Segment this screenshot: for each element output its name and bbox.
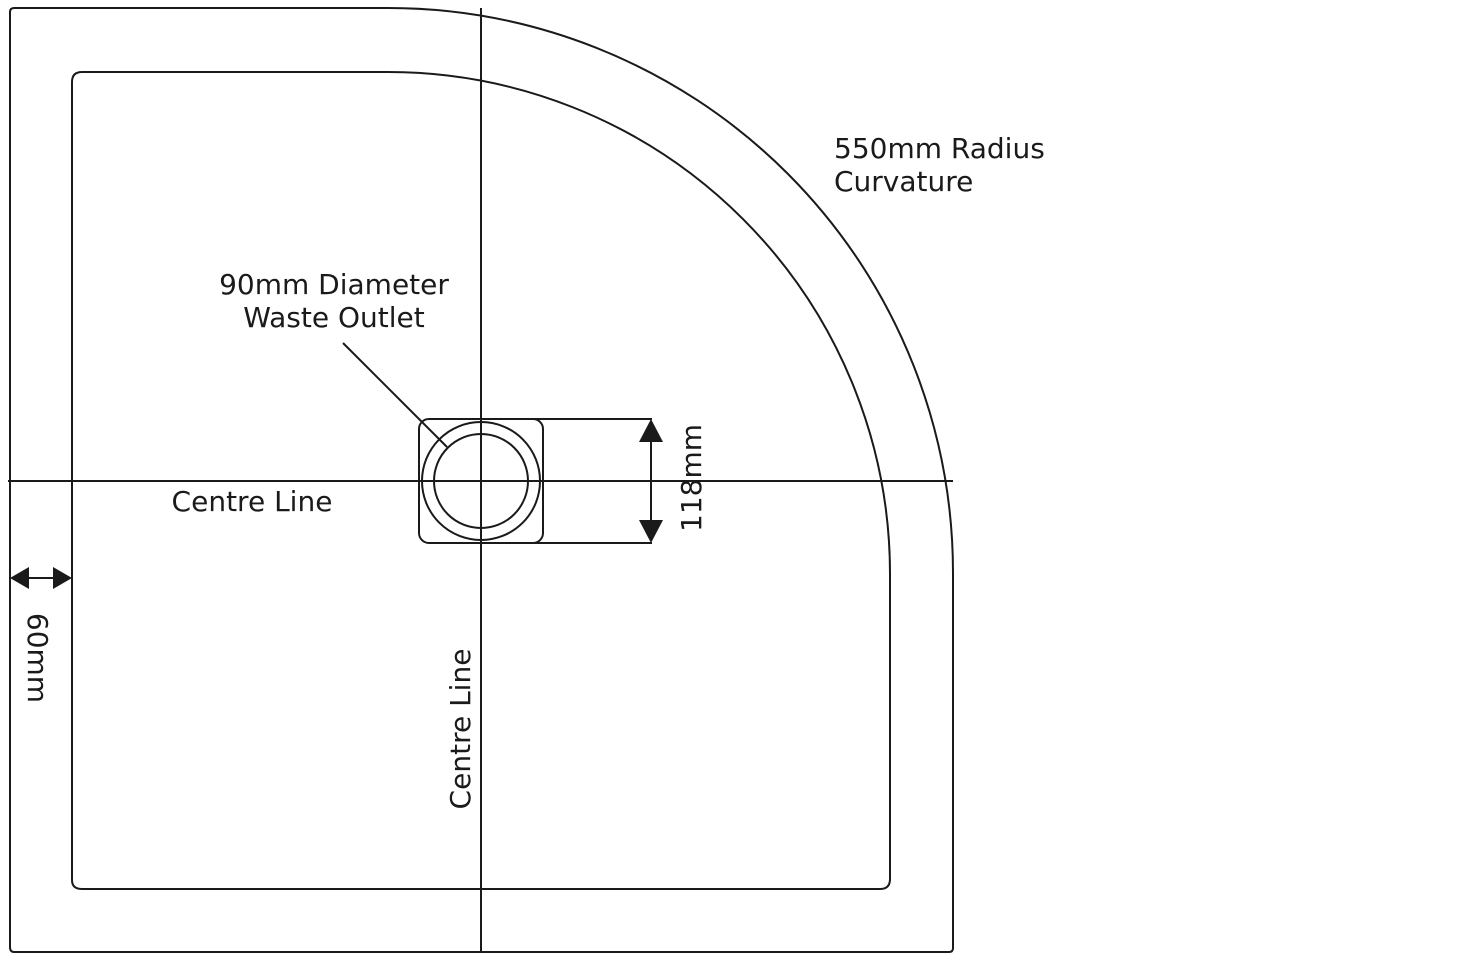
- radius-label-line1: 550mm Radius: [834, 132, 1045, 165]
- inner-tray-outline: [71, 71, 891, 890]
- waste-outlet-outer-ring: [421, 421, 541, 541]
- waste-outlet-inner-ring: [433, 433, 529, 529]
- outlet-label-line2: Waste Outlet: [243, 301, 425, 334]
- vertical-centre-line-label: Centre Line: [444, 649, 477, 810]
- border-dimension-label: 60mm: [21, 613, 54, 703]
- outlet-leader-line: [342, 342, 448, 448]
- border-dimension-arrow-left: [10, 567, 29, 589]
- outlet-dimension-label: 118mm: [675, 424, 708, 532]
- horizontal-centre-line-label: Centre Line: [172, 485, 333, 518]
- outlet-dimension-arrow-down: [639, 520, 663, 543]
- outer-tray-outline: [9, 7, 954, 953]
- outlet-dimension-arrow-up: [639, 419, 663, 442]
- outlet-label-line1: 90mm Diameter: [219, 268, 449, 301]
- border-dimension-arrow-right: [53, 567, 72, 589]
- radius-label-line2: Curvature: [834, 165, 973, 198]
